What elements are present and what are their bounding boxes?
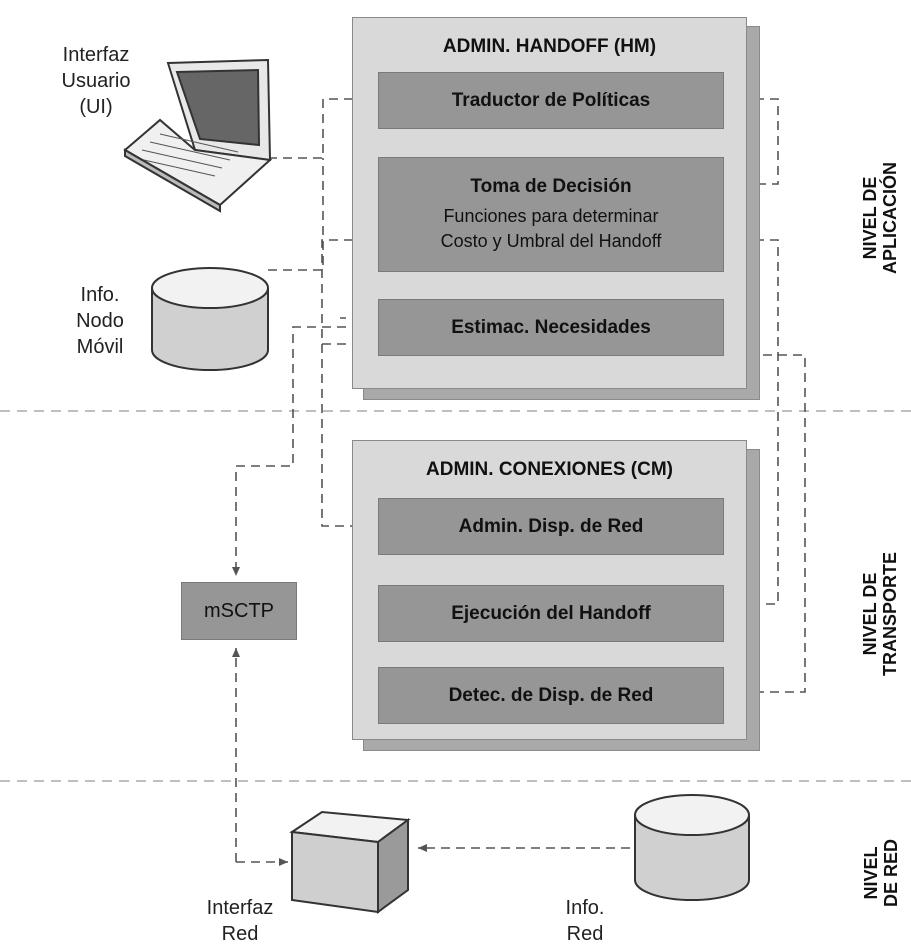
traductor-label: Traductor de Políticas	[451, 89, 651, 111]
toma-title: Toma de Decisión	[470, 175, 632, 197]
ejecucion-box[interactable]: Ejecución del Handoff	[378, 585, 724, 642]
line-traductor-to-toma	[725, 98, 779, 188]
line-detec-to-estimac	[725, 351, 806, 693]
admin-disp-box[interactable]: Admin. Disp. de Red	[378, 498, 724, 555]
nodo-db-icon	[151, 267, 269, 371]
detec-label: Detec. de Disp. de Red	[448, 684, 654, 706]
msctp-box[interactable]: mSCTP	[181, 582, 297, 640]
line-nodo-to-traductor	[268, 158, 324, 271]
msctp-label: mSCTP	[204, 599, 274, 622]
info-red-db-icon	[634, 794, 750, 901]
toma-line2: Costo y Umbral del Handoff	[440, 230, 662, 251]
laptop-icon	[123, 58, 273, 213]
info-red-label: Info.Red	[565, 897, 605, 945]
detec-box[interactable]: Detec. de Disp. de Red	[378, 667, 724, 724]
estimac-label: Estimac. Necesidades	[451, 316, 651, 338]
line-toma-to-ejecucion	[725, 239, 779, 608]
ejecucion-label: Ejecución del Handoff	[451, 602, 651, 624]
admin-disp-label: Admin. Disp. de Red	[458, 515, 644, 537]
traductor-box[interactable]: Traductor de Políticas	[378, 72, 724, 129]
cm-title: ADMIN. CONEXIONES (CM)	[426, 459, 673, 480]
toma-line1: Funciones para determinar	[443, 205, 659, 226]
interfaz-red-box-icon	[289, 810, 411, 914]
toma-box[interactable]: Toma de Decisión Funciones para determin…	[378, 157, 724, 272]
estimac-box[interactable]: Estimac. Necesidades	[378, 299, 724, 356]
line-estimac-to-toma	[321, 236, 376, 345]
line-estimac-to-msctp	[232, 326, 376, 576]
line-ui-to-traductor	[268, 95, 376, 159]
hm-title: ADMIN. HANDOFF (HM)	[442, 36, 657, 57]
